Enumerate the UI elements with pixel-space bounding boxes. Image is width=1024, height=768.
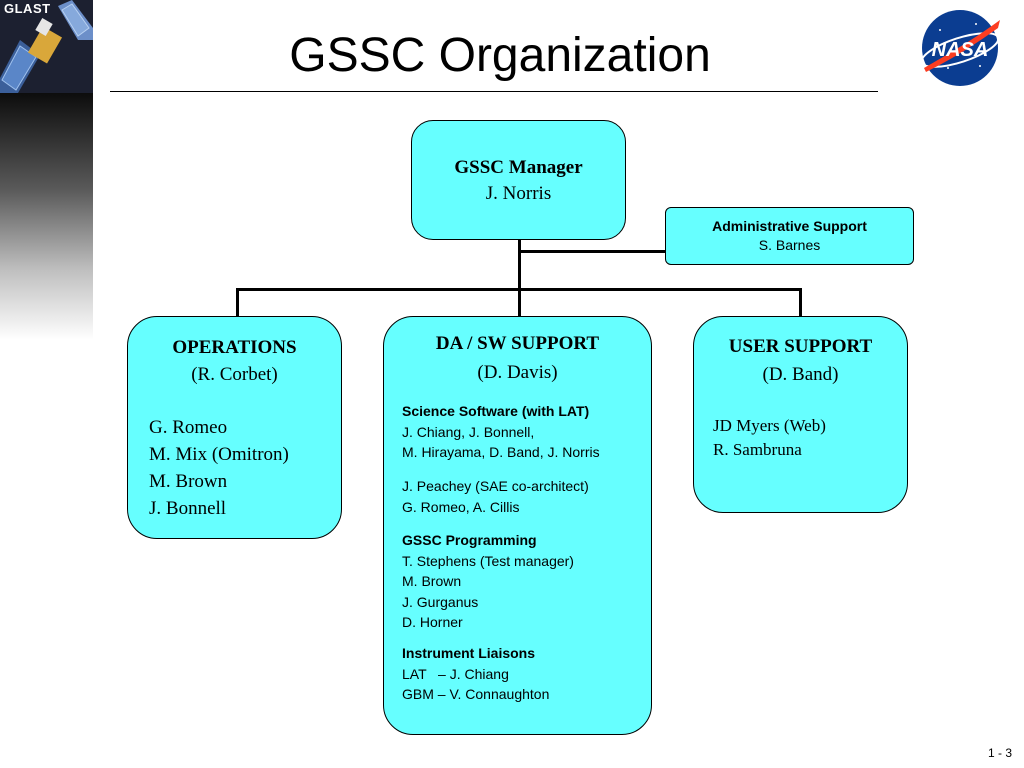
- connector-manager-trunk: [518, 240, 521, 291]
- connector-user-support: [799, 288, 802, 316]
- user-support-lead: (D. Band): [762, 364, 839, 385]
- glast-logo: GLAST: [0, 0, 93, 93]
- connector-operations: [236, 288, 239, 316]
- section-heading: Science Software (with LAT): [402, 403, 590, 419]
- operations-lead: (R. Corbet): [191, 364, 278, 385]
- connector-admin: [519, 250, 665, 253]
- page-title: GSSC Organization: [289, 29, 711, 82]
- title-rule: [110, 91, 878, 92]
- section-line: T. Stephens (Test manager): [402, 552, 574, 569]
- section-line: M. Hirayama, D. Band, J. Norris: [402, 444, 600, 460]
- da-sw-section-science-software: Science Software (with LAT) J. Chiang, J…: [402, 401, 600, 463]
- section-heading: Instrument Liaisons: [402, 645, 536, 661]
- user-support-members: JD Myers (Web) R. Sambruna: [713, 414, 826, 462]
- operations-member: M. Mix (Omitron): [149, 444, 289, 465]
- section-line: J. Peachey (SAE co-architect): [402, 478, 589, 494]
- page-number: 1 - 3: [987, 746, 1012, 760]
- satellite-icon: [0, 0, 93, 93]
- operations-member: G. Romeo: [149, 417, 228, 438]
- section-line: M. Brown: [402, 573, 462, 589]
- da-sw-section-liaisons: Instrument Liaisons LAT – J. Chiang GBM …: [402, 643, 549, 705]
- da-sw-lead: (D. Davis): [477, 362, 558, 383]
- operations-members: G. Romeo M. Mix (Omitron) M. Brown J. Bo…: [149, 414, 289, 522]
- operations-member: J. Bonnell: [149, 498, 227, 519]
- da-sw-support-box: DA / SW SUPPORT (D. Davis) Science Softw…: [383, 316, 652, 735]
- section-line: GBM – V. Connaughton: [402, 686, 550, 702]
- admin-name: S. Barnes: [758, 237, 821, 253]
- section-line: LAT – J. Chiang: [402, 665, 509, 682]
- user-support-member: JD Myers (Web): [713, 416, 826, 435]
- manager-name: J. Norris: [485, 183, 552, 204]
- da-sw-section-programming: GSSC Programming T. Stephens (Test manag…: [402, 530, 574, 633]
- manager-box: GSSC Manager J. Norris: [411, 120, 626, 240]
- nasa-logo: NASA: [918, 6, 1002, 90]
- operations-title: OPERATIONS: [172, 337, 297, 358]
- admin-support-box: Administrative Support S. Barnes: [665, 207, 914, 265]
- operations-member: M. Brown: [149, 471, 228, 492]
- admin-title: Administrative Support: [712, 218, 867, 234]
- da-sw-section-architects: J. Peachey (SAE co-architect) G. Romeo, …: [402, 476, 589, 517]
- nasa-wordmark: NASA: [932, 39, 989, 61]
- operations-box: OPERATIONS (R. Corbet) G. Romeo M. Mix (…: [127, 316, 342, 539]
- section-line: G. Romeo, A. Cillis: [402, 498, 520, 515]
- da-sw-title: DA / SW SUPPORT: [435, 333, 600, 354]
- connector-da-sw: [518, 288, 521, 316]
- section-heading: GSSC Programming: [402, 532, 537, 548]
- glast-wordmark: GLAST: [4, 1, 51, 16]
- user-support-member: R. Sambruna: [713, 440, 802, 459]
- user-support-title: USER SUPPORT: [728, 336, 873, 357]
- section-line: D. Horner: [402, 614, 463, 630]
- user-support-box: USER SUPPORT (D. Band) JD Myers (Web) R.…: [693, 316, 908, 513]
- section-line: J. Chiang, J. Bonnell,: [402, 423, 535, 440]
- manager-title: GSSC Manager: [454, 157, 583, 178]
- section-line: J. Gurganus: [402, 593, 479, 610]
